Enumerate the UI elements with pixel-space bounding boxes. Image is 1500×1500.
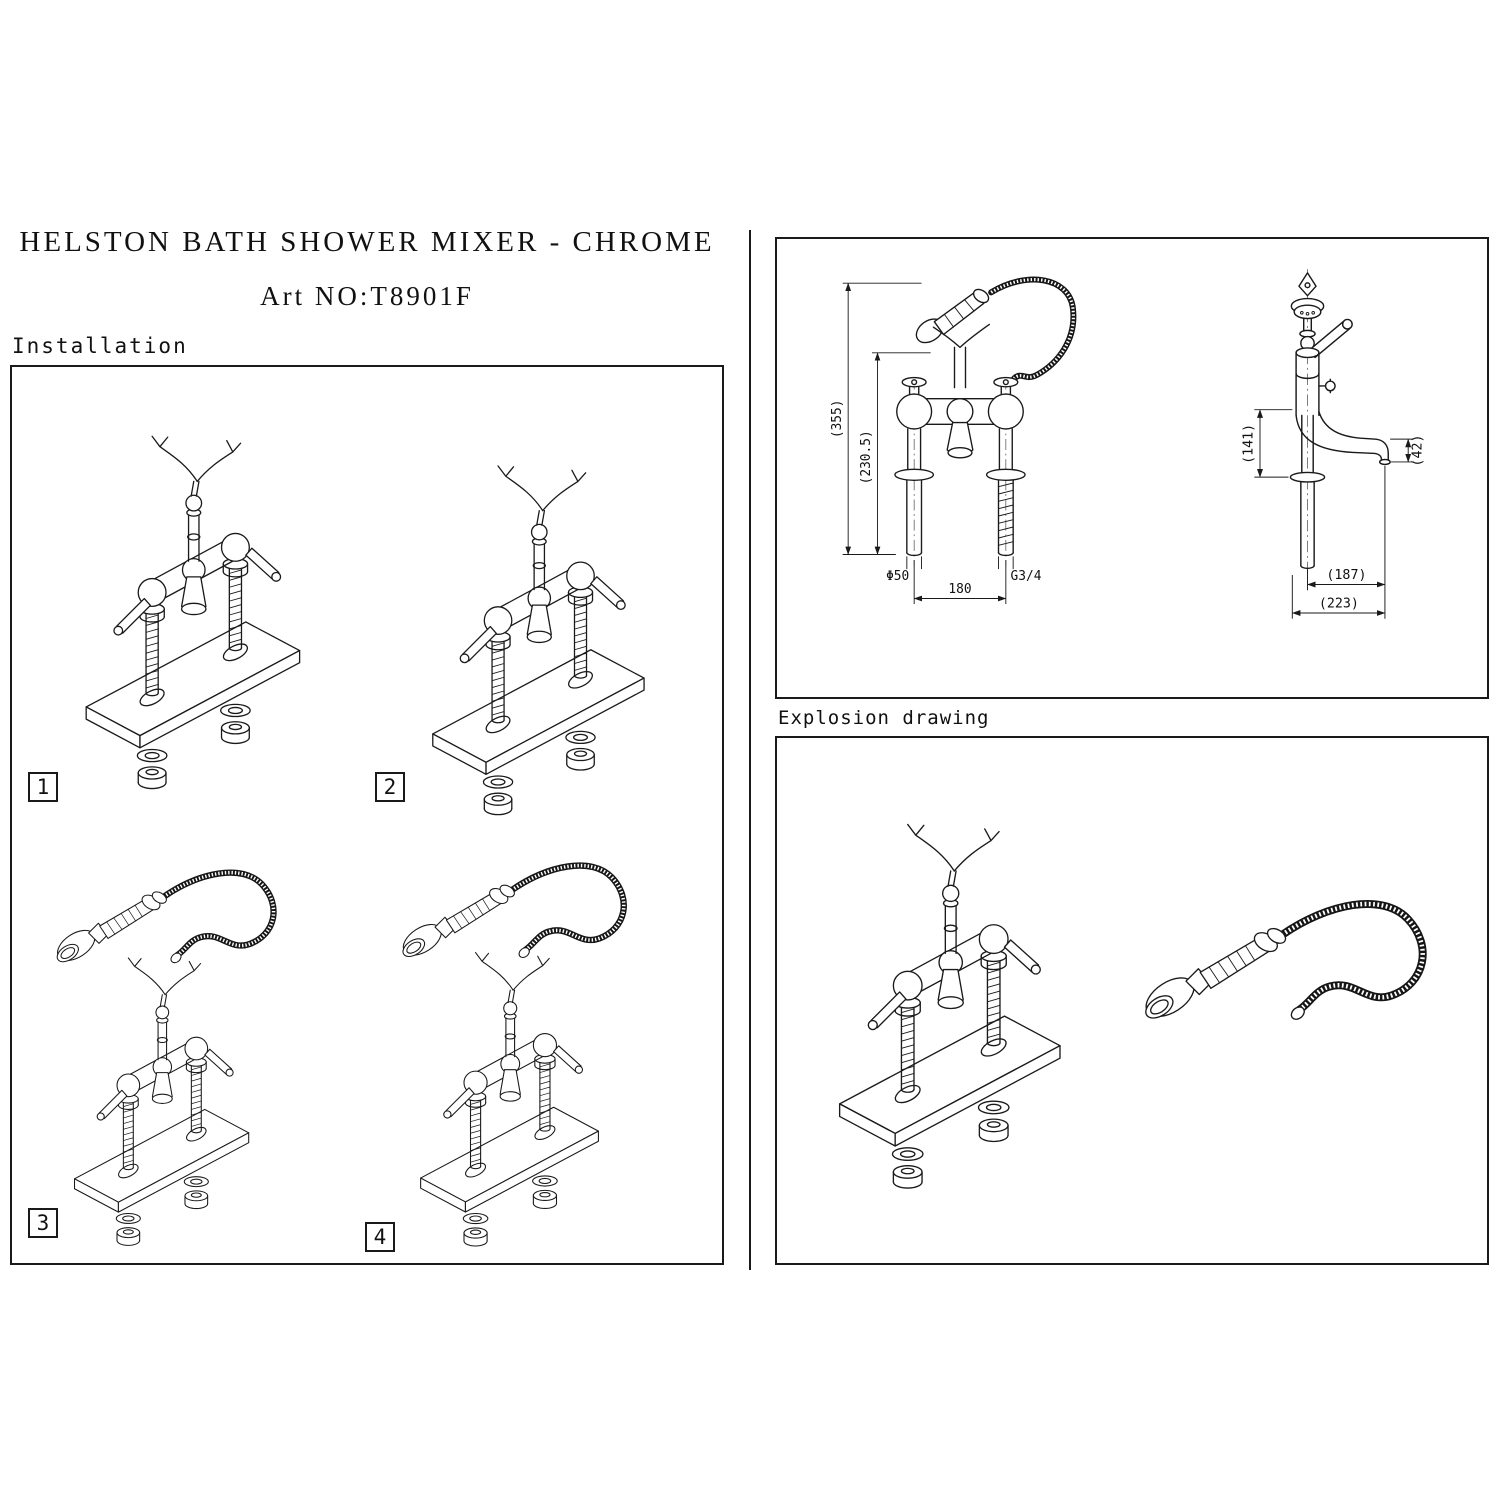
dim-spout-reach: (187)	[1326, 568, 1366, 583]
step-3-badge: 3	[28, 1208, 58, 1238]
step-2-badge: 2	[375, 772, 405, 802]
step-4-badge: 4	[365, 1222, 395, 1252]
dim-tail-diameter: Φ50	[886, 569, 909, 584]
panel-divider	[749, 230, 751, 1270]
explosion-label: Explosion drawing	[778, 707, 990, 729]
dim-deck-to-spout: (141)	[1241, 424, 1256, 464]
front-elevation-figure: (355) (230.5) Φ50 G3/4 180	[830, 276, 1077, 604]
art-number: Art NO:T8901F	[260, 281, 474, 311]
document-header: HELSTON BATH SHOWER MIXER - CHROME Art N…	[10, 226, 724, 312]
dim-overall-depth: (223)	[1319, 596, 1359, 611]
step-1-figure	[85, 435, 301, 790]
explosion-handset-figure	[1115, 848, 1470, 1070]
installation-box	[10, 365, 724, 1265]
dim-body-height: (230.5)	[859, 430, 874, 484]
side-elevation-figure: (141) (42) (187) (223)	[1241, 269, 1426, 619]
dim-overall-height: (355)	[830, 400, 845, 439]
dim-tap-centres: 180	[948, 582, 971, 597]
step-4-figure	[365, 818, 663, 1265]
dim-spout-drop: (42)	[1411, 435, 1426, 467]
step-2-figure	[432, 465, 645, 816]
installation-label: Installation	[12, 334, 188, 358]
dim-thread-size: G3/4	[1011, 569, 1042, 584]
explosion-mixer-figure	[838, 823, 1061, 1189]
step-3-figure	[20, 826, 312, 1264]
step-1-badge: 1	[28, 772, 58, 802]
dimensions-box	[775, 237, 1489, 699]
page-title: HELSTON BATH SHOWER MIXER - CHROME	[19, 226, 715, 258]
